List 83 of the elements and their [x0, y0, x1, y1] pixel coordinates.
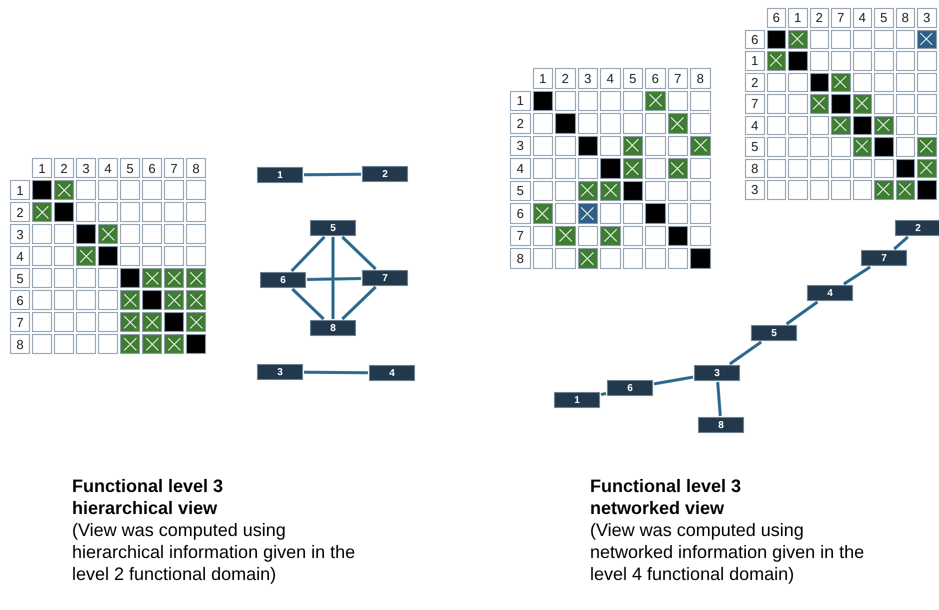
node-box: 5	[310, 220, 356, 236]
column-header: 6	[142, 158, 162, 178]
column-header: 8	[186, 158, 206, 178]
caption-text: (View was computed using hierarchical information given in the level 2 functional domain)	[72, 519, 356, 585]
connector-line	[654, 376, 694, 386]
row-header: 1	[745, 51, 764, 70]
caption-heading: Functional level 3 networked view	[590, 475, 742, 519]
row-header: 8	[10, 334, 30, 354]
column-header: 4	[852, 8, 872, 28]
row-header: 2	[745, 72, 764, 92]
node-box: 8	[310, 320, 356, 336]
row-header: 7	[745, 94, 764, 114]
node-box: 4	[369, 365, 415, 381]
node-box: 3	[257, 364, 303, 380]
connector-line	[304, 370, 368, 374]
node-box: 6	[260, 272, 306, 288]
connector-line	[728, 340, 762, 366]
column-header: 1	[532, 68, 553, 88]
column-header: 7	[831, 8, 850, 28]
node-box: 6	[607, 380, 653, 396]
column-header: 1	[788, 8, 808, 28]
row-header: 3	[510, 136, 530, 156]
row-header: 2	[510, 113, 530, 134]
column-header: 1	[32, 158, 52, 178]
caption-heading: Functional level 3 hierarchical view	[72, 475, 224, 519]
node-box: 3	[694, 365, 740, 381]
connector-line	[341, 236, 377, 270]
row-header: 4	[10, 246, 30, 266]
row-header: 5	[510, 180, 530, 201]
connector-line	[843, 266, 871, 286]
node-box: 2	[895, 220, 939, 236]
node-box: 8	[698, 417, 744, 433]
connector-line	[291, 288, 325, 320]
column-header: 8	[896, 8, 915, 28]
row-header: 6	[10, 290, 30, 310]
row-header: 6	[510, 203, 530, 224]
node-box: 7	[362, 270, 408, 286]
column-header: 3	[917, 8, 936, 28]
column-header: 5	[874, 8, 894, 28]
column-header: 7	[164, 158, 184, 178]
connector-line	[786, 300, 818, 326]
row-header: 1	[10, 180, 30, 200]
column-header: 6	[645, 68, 666, 88]
row-header: 4	[745, 116, 764, 135]
connector-line	[893, 236, 909, 250]
row-header: 4	[510, 158, 530, 178]
row-header: 1	[510, 90, 530, 111]
connector-line	[341, 286, 377, 320]
column-header: 3	[578, 68, 598, 88]
row-header: 2	[10, 202, 30, 222]
column-header: 4	[98, 158, 118, 178]
row-header: 8	[510, 248, 530, 268]
row-header: 7	[510, 226, 530, 246]
column-header: 8	[690, 68, 710, 88]
connector-line	[306, 276, 362, 282]
column-header: 5	[120, 158, 140, 178]
column-header: 2	[54, 158, 74, 178]
node-box: 7	[861, 250, 907, 266]
caption-text: (View was computed using networked information given in the level 4 functional domain)	[590, 519, 866, 585]
connector-line	[600, 392, 606, 396]
row-header: 7	[10, 312, 30, 332]
node-box: 5	[751, 325, 797, 341]
connector-line	[304, 172, 362, 176]
connector-line	[716, 382, 722, 416]
connector-line	[332, 237, 334, 319]
column-header: 3	[76, 158, 96, 178]
row-header: 6	[745, 30, 764, 49]
row-header: 5	[10, 268, 30, 288]
row-header: 3	[10, 224, 30, 244]
row-header: 8	[745, 158, 764, 178]
node-box: 2	[362, 166, 408, 182]
node-box: 4	[807, 285, 853, 301]
row-header: 3	[745, 180, 764, 200]
row-header: 5	[745, 137, 764, 156]
connector-line	[290, 236, 326, 272]
column-header: 4	[600, 68, 620, 88]
node-box: 1	[554, 392, 600, 408]
column-header: 5	[622, 68, 643, 88]
column-header: 7	[668, 68, 688, 88]
node-box: 1	[257, 167, 303, 183]
column-header: 2	[555, 68, 576, 88]
column-header: 2	[810, 8, 829, 28]
column-header: 6	[766, 8, 786, 28]
